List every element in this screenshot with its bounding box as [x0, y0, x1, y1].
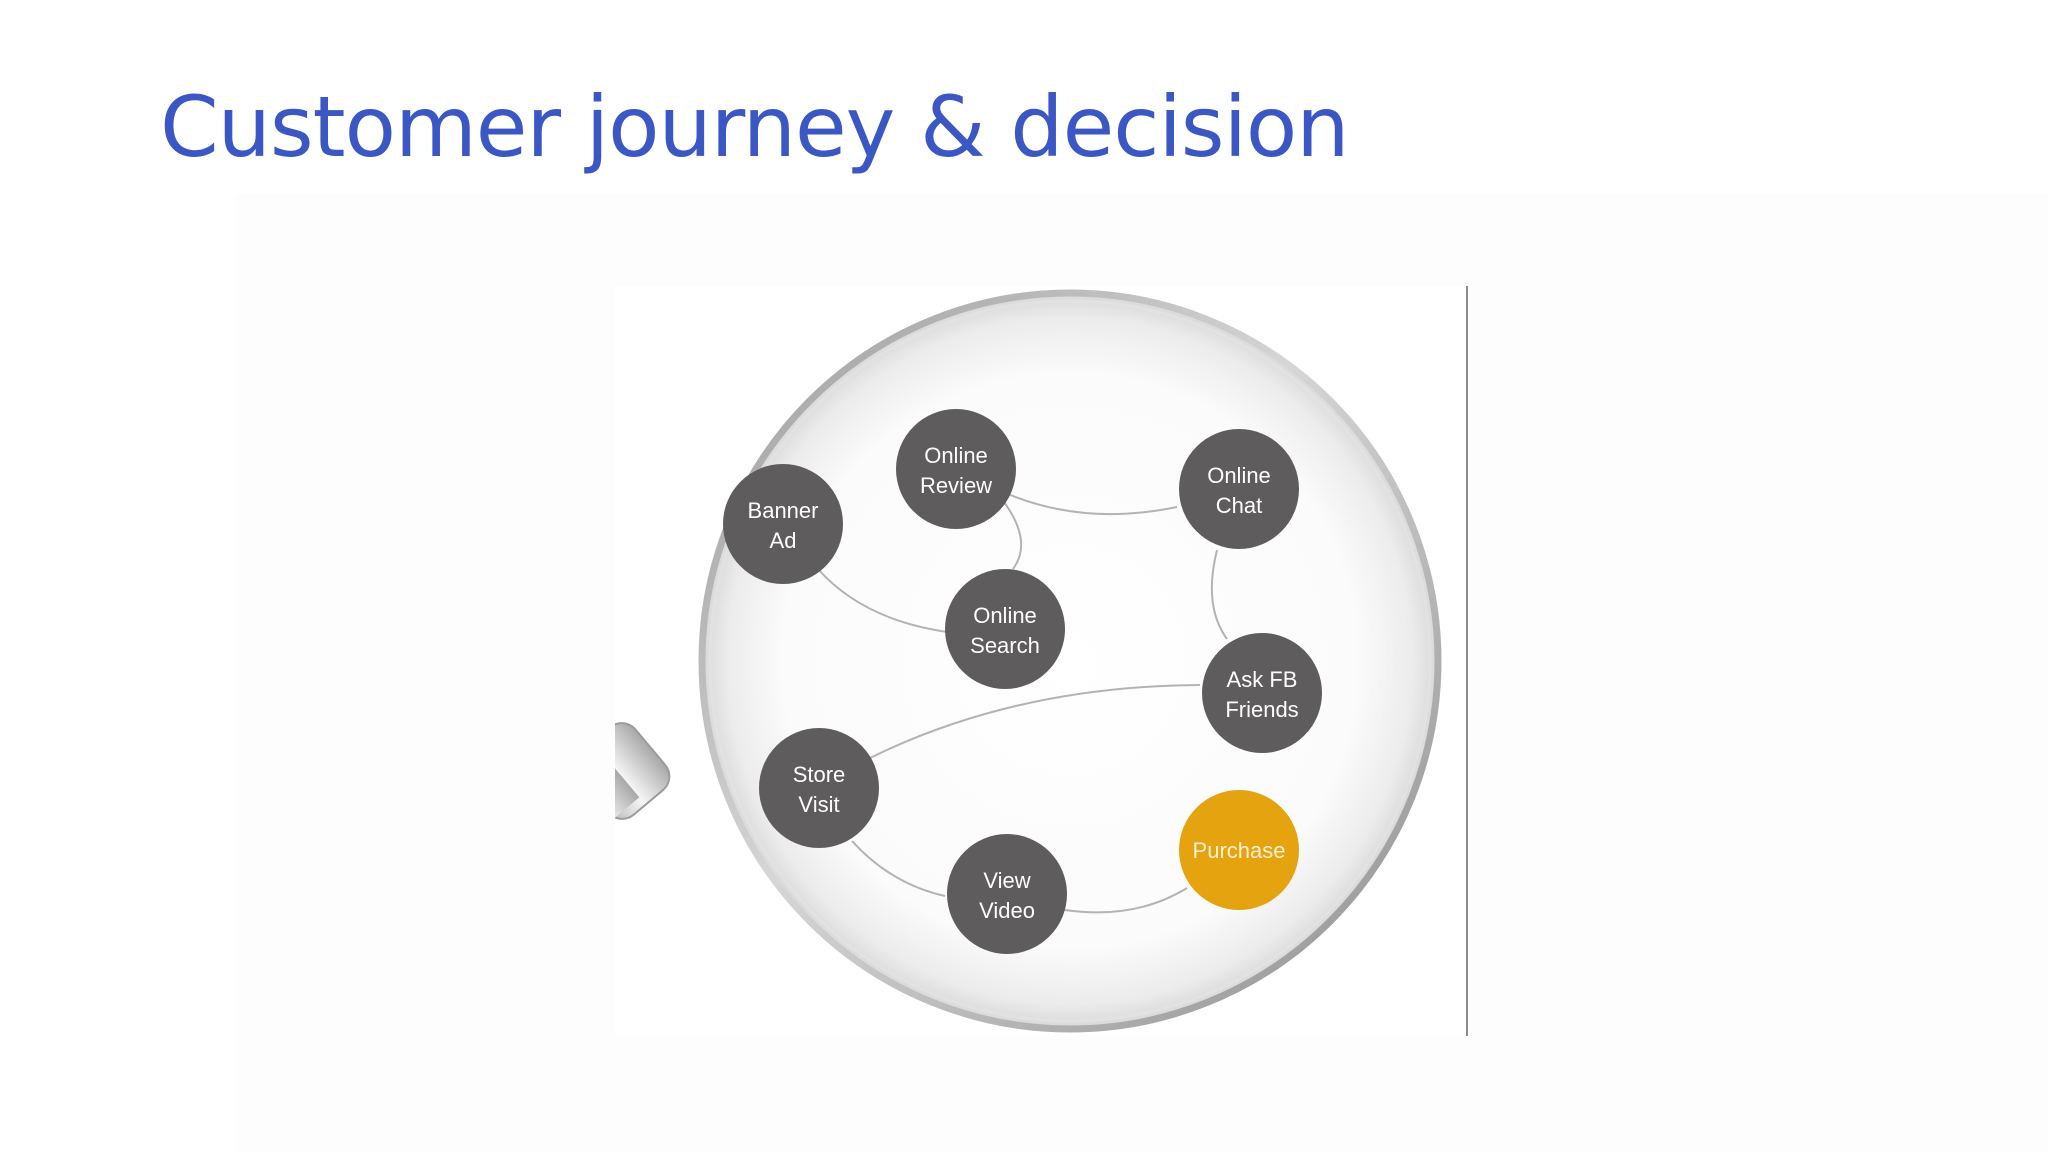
edge-store-visit-view-video	[851, 840, 946, 897]
node-label-line: Chat	[1216, 493, 1262, 518]
node-label-line: Ask FB	[1227, 667, 1298, 692]
edge-online-review-online-chat	[1007, 493, 1178, 516]
node-online-chat: Online Chat	[1179, 429, 1299, 549]
node-label-line: Search	[970, 633, 1040, 658]
node-label-line: Video	[979, 898, 1035, 923]
journey-image: Banner Ad Online Review Online Chat Onli…	[615, 286, 1467, 1036]
edge-online-search-online-review	[1003, 501, 1023, 570]
image-border-line	[1466, 286, 1468, 1036]
edge-banner-ad-online-search	[817, 568, 956, 634]
node-label-line: Visit	[798, 792, 839, 817]
node-online-review: Online Review	[896, 409, 1016, 529]
magnifier-lens	[698, 289, 1442, 1033]
node-view-video: View Video	[947, 834, 1067, 954]
node-label-line: Banner	[748, 498, 819, 523]
node-banner-ad: Banner Ad	[723, 464, 843, 584]
diagram-nodes: Banner Ad Online Review Online Chat Onli…	[723, 409, 1322, 954]
node-ask-fb-friends: Ask FB Friends	[1202, 633, 1322, 753]
edge-online-chat-ask-fb-friends	[1210, 549, 1228, 640]
node-online-search: Online Search	[945, 569, 1065, 689]
node-label-line: Purchase	[1193, 838, 1286, 863]
node-label-line: Review	[920, 473, 992, 498]
node-label-line: Online	[924, 443, 988, 468]
node-label-line: Online	[1207, 463, 1271, 488]
slide-title: Customer journey & decision	[160, 78, 1350, 176]
magnifier-handle	[615, 722, 671, 843]
node-label-line: Ad	[770, 528, 797, 553]
edge-view-video-purchase	[1064, 887, 1188, 914]
node-label-line: Friends	[1225, 697, 1298, 722]
node-label-line: Store	[793, 762, 846, 787]
node-purchase: Purchase	[1179, 790, 1299, 910]
node-label-line: Online	[973, 603, 1037, 628]
node-label-line: View	[983, 868, 1030, 893]
node-store-visit: Store Visit	[759, 728, 879, 848]
diagram-edges	[817, 493, 1228, 914]
edge-ask-fb-friends-store-visit	[867, 684, 1201, 760]
